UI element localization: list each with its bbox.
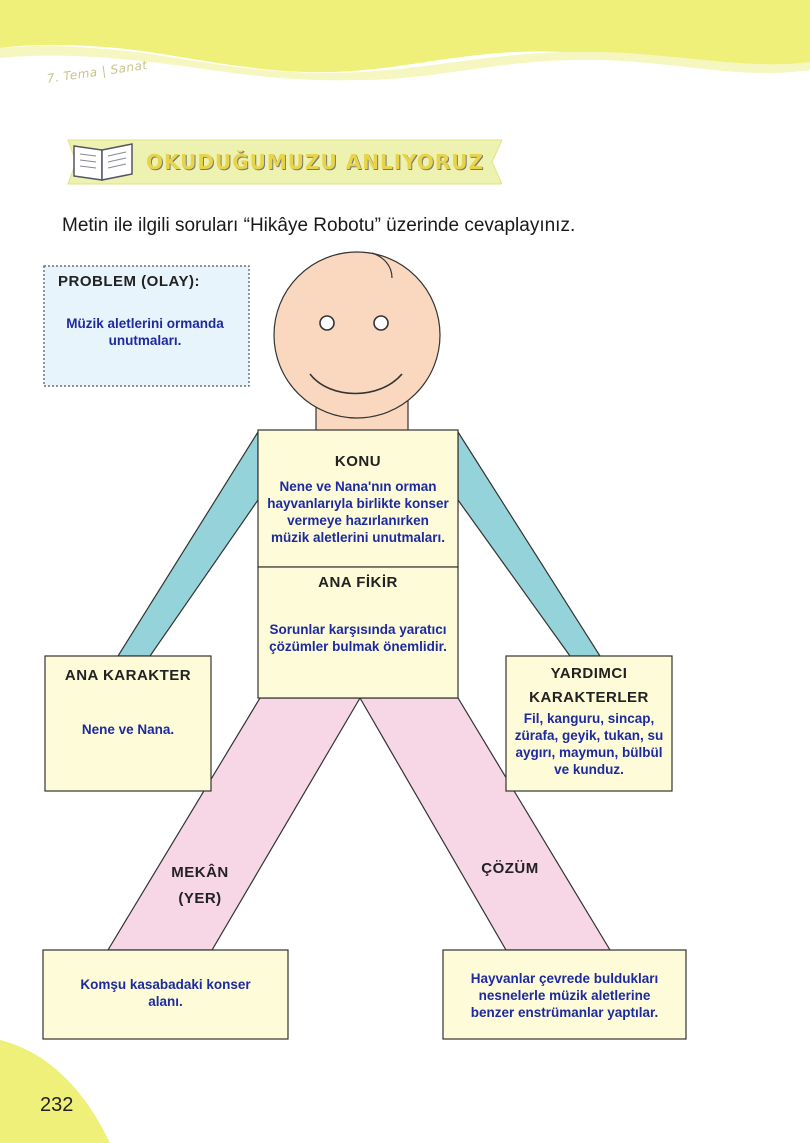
- mekan-label: MEKÂN (YER): [150, 860, 250, 912]
- problem-answer: Müzik aletlerini ormanda unutmaları.: [50, 315, 240, 349]
- head: [273, 251, 441, 419]
- answer-line: Sorunlar karşısında yaratıcı: [269, 622, 447, 637]
- answer-line: vermeye hazırlanırken: [287, 513, 429, 528]
- section-banner: [67, 139, 502, 185]
- answer-line: çözümler bulmak önemlidir.: [269, 639, 447, 654]
- page-number: 232: [40, 1094, 74, 1116]
- ana-karakter-box: [44, 655, 212, 792]
- answer-line: Hayvanlar çevrede buldukları: [470, 971, 659, 986]
- ana-fikir-label: ANA FİKİR: [318, 574, 398, 591]
- yardimci-box: [505, 655, 673, 792]
- smile: [309, 373, 403, 395]
- cozum-box: [442, 949, 687, 1040]
- problem-label: PROBLEM (OLAY):: [58, 273, 200, 290]
- answer-line: Nene ve Nana'nın orman: [279, 479, 437, 494]
- mekan-answer: Komşu kasabadaki konser alanı.: [43, 976, 288, 1010]
- ana-karakter-answer: Nene ve Nana.: [81, 722, 175, 737]
- right-arm: [457, 429, 602, 657]
- answer-line: alanı.: [148, 994, 183, 1009]
- label-line: YARDIMCI: [550, 665, 628, 682]
- left-arm: [116, 429, 259, 657]
- konu-box: [257, 429, 459, 568]
- yardimci-answer: Fil, kanguru, sincap, zürafa, geyik, tuk…: [506, 710, 672, 778]
- answer-line: benzer enstrümanlar yaptılar.: [470, 1005, 659, 1020]
- problem-box: [43, 265, 250, 387]
- yardimci-label: YARDIMCI KARAKTERLER: [506, 662, 672, 710]
- open-book-icon: [73, 143, 133, 181]
- ana-fikir-box: [257, 566, 459, 699]
- answer-line: Müzik aletlerini ormanda: [66, 316, 224, 331]
- label-line: MEKÂN: [171, 864, 229, 881]
- konu-label: KONU: [334, 453, 382, 470]
- answer-line: Fil, kanguru, sincap,: [523, 711, 655, 726]
- answer-line: Komşu kasabadaki konser: [80, 977, 251, 992]
- answer-line: aygırı, maymun, bülbül: [515, 745, 663, 760]
- hair-curl: [371, 252, 393, 279]
- cozum-answer: Hayvanlar çevrede buldukları nesnelerle …: [443, 970, 686, 1021]
- mekan-box: [42, 949, 289, 1040]
- answer-line: ve kunduz.: [554, 762, 624, 777]
- answer-line: hayvanlarıyla birlikte konser: [267, 496, 449, 511]
- answer-line: müzik aletlerini unutmaları.: [270, 530, 446, 545]
- left-eye: [319, 315, 335, 331]
- ana-fikir-answer: Sorunlar karşısında yaratıcı çözümler bu…: [258, 621, 458, 655]
- answer-line: zürafa, geyik, tukan, su: [514, 728, 664, 743]
- answer-line: nesnelerle müzik aletlerine: [478, 988, 651, 1003]
- konu-answer: Nene ve Nana'nın orman hayvanlarıyla bir…: [258, 478, 458, 546]
- label-line: (YER): [178, 890, 222, 907]
- ana-karakter-label: ANA KARAKTER: [64, 667, 192, 684]
- answer-line: unutmaları.: [108, 333, 182, 348]
- banner-title: OKUDUĞUMUZU ANLIYORUZ: [146, 150, 485, 174]
- right-eye: [373, 315, 389, 331]
- instruction-text: Metin ile ilgili soruları “Hikâye Robotu…: [62, 215, 576, 236]
- cozum-label: ÇÖZÜM: [481, 860, 539, 877]
- label-line: KARAKTERLER: [529, 689, 649, 706]
